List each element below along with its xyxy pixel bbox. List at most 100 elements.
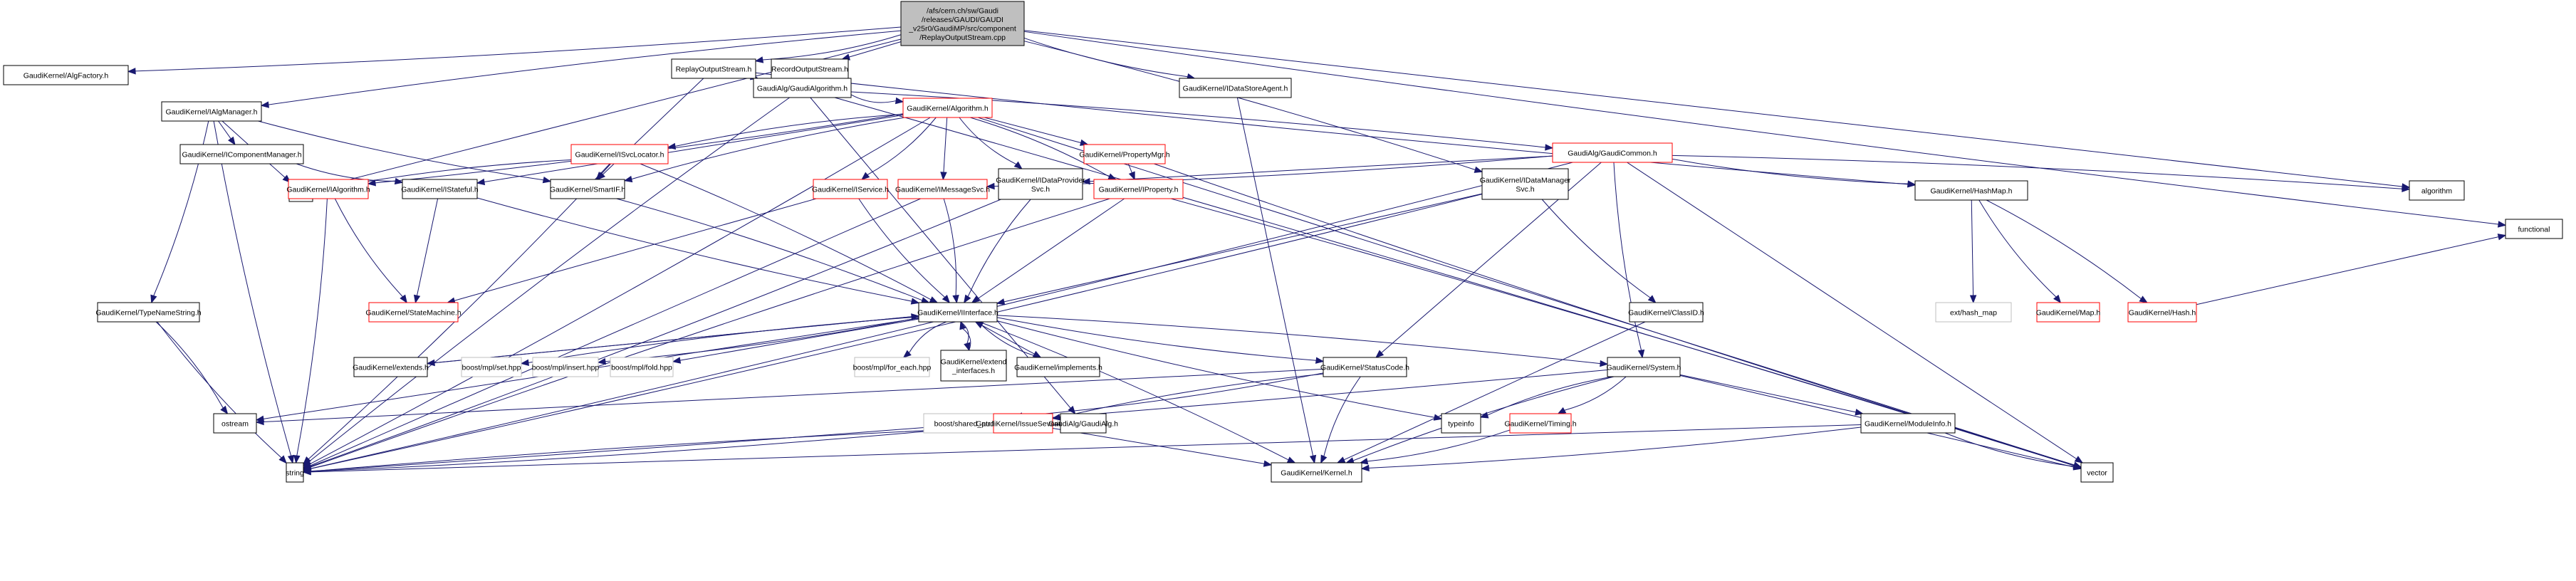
node-vector[interactable]: vector [2080, 462, 2114, 483]
node-label: /afs/cern.ch/sw/Gaudi [927, 6, 998, 15]
node-label: GaudiKernel/AlgFactory.h [24, 72, 109, 80]
node-box [570, 144, 669, 164]
node-label: ReplayOutputStream.h [676, 66, 752, 74]
node-system[interactable]: GaudiKernel/System.h [1606, 357, 1681, 377]
node-functional[interactable]: functional [2505, 219, 2563, 239]
node-iproperty[interactable]: GaudiKernel/IProperty.h [1093, 179, 1184, 199]
node-label: string [286, 469, 304, 478]
arrowhead-icon [1545, 144, 1554, 151]
node-imessagesvc[interactable]: GaudiKernel/IMessageSvc.h [895, 179, 990, 199]
edge-gaudicommon-to-hashmap [1672, 158, 1909, 184]
node-root[interactable]: /afs/cern.ch/sw/Gaudi/releases/GAUDI/GAU… [900, 1, 1025, 46]
node-map[interactable]: GaudiKernel/Map.h [2036, 302, 2101, 323]
arrowhead-icon [974, 321, 984, 329]
node-ostream[interactable]: ostream [213, 413, 257, 434]
node-iinterface[interactable]: GaudiKernel/IInterface.h [917, 302, 998, 323]
node-timing[interactable]: GaudiKernel/Timing.h [1504, 413, 1577, 434]
arrowhead-icon [1107, 173, 1117, 180]
node-ext-hash-map[interactable]: ext/hash_map [1935, 302, 2012, 323]
arrowhead-icon [367, 179, 377, 187]
edge-idataprovidersvc-to-iinterface [967, 199, 1031, 297]
node-label: GaudiKernel/ModuleInfo.h [1865, 420, 1951, 429]
node-ialgmanager[interactable]: GaudiKernel/IAlgManager.h [161, 101, 262, 122]
arrowhead-icon [2497, 221, 2507, 228]
node-box [2127, 302, 2197, 323]
node-isvclocator[interactable]: GaudiKernel/ISvcLocator.h [570, 144, 669, 164]
arrowhead-icon [911, 313, 920, 320]
arrowhead-icon [1375, 350, 1385, 358]
node-smartif[interactable]: GaudiKernel/SmartIF.h [550, 179, 625, 199]
arrowhead-icon [964, 342, 971, 352]
node-label: ostream [221, 420, 249, 429]
node-istateful[interactable]: GaudiKernel/IStateful.h [401, 179, 479, 199]
node-box [918, 302, 998, 323]
edge-root-to-algfactory [135, 26, 902, 72]
node-extends[interactable]: GaudiKernel/extends.h [353, 357, 429, 377]
arrowhead-icon [1013, 161, 1023, 169]
node-box [1914, 180, 2028, 201]
node-iservice[interactable]: GaudiKernel/IService.h [812, 179, 889, 199]
arrowhead-icon [940, 172, 947, 181]
node-implements[interactable]: GaudiKernel/implements.h [1014, 357, 1102, 377]
node-kernel[interactable]: GaudiKernel/Kernel.h [1271, 462, 1362, 483]
edge-ialgmanager-to-smartif [258, 120, 544, 181]
node-label: GaudiKernel/StatusCode.h [1320, 364, 1409, 372]
edge-gaudicommon-to-algorithm [1672, 155, 2403, 189]
arrowhead-icon [754, 56, 764, 63]
node-extend-interfaces[interactable]: GaudiKernel/extend_interfaces.h [940, 350, 1007, 382]
node-statemachine[interactable]: GaudiKernel/StateMachine.h [365, 302, 462, 323]
node-label: boost/mpl/set.hpp [462, 364, 521, 372]
node-classid[interactable]: GaudiKernel/ClassID.h [1628, 302, 1704, 323]
node-propertymgr[interactable]: GaudiKernel/PropertyMgr.h [1079, 144, 1170, 164]
arrowhead-icon [2139, 295, 2148, 303]
arrowhead-icon [293, 455, 301, 464]
node-hashmap[interactable]: GaudiKernel/HashMap.h [1914, 180, 2028, 201]
edge-system-to-moduleinfo [1679, 374, 1856, 413]
node-algfactory[interactable]: GaudiKernel/AlgFactory.h [3, 65, 129, 85]
node-ialgorithm[interactable]: GaudiKernel/IAlgorithm.h [286, 179, 370, 199]
node-label: GaudiKernel/IssueSeverity.h [976, 420, 1070, 429]
node-box [610, 357, 674, 377]
node-mpl-set[interactable]: boost/mpl/set.hpp [461, 357, 522, 377]
edge-algorithm-to-iproperty [970, 117, 1110, 177]
node-box [179, 144, 304, 164]
arrowhead-icon [520, 359, 529, 367]
arrowhead-icon [952, 294, 959, 304]
edge-root-to-replayoutputstream_h [762, 34, 902, 61]
arrowhead-icon [996, 298, 1006, 305]
node-mpl-fold[interactable]: boost/mpl/fold.hpp [610, 357, 674, 377]
node-idatastoreagent[interactable]: GaudiKernel/IDataStoreAgent.h [1179, 78, 1292, 98]
edge-imessagesvc-to-iinterface [943, 198, 957, 296]
node-typeinfo[interactable]: typeinfo [1441, 413, 1481, 434]
node-gaudialg-h[interactable]: GaudiAlg/GaudiAlg.h [1048, 413, 1118, 434]
node-box [671, 58, 756, 79]
node-typenamestring[interactable]: GaudiKernel/TypeNameString.h [95, 302, 202, 323]
node-icomponentmanager[interactable]: GaudiKernel/IComponentManager.h [179, 144, 304, 164]
node-string[interactable]: string [286, 462, 304, 483]
node-box [1060, 413, 1107, 434]
node-algorithm[interactable]: GaudiKernel/Algorithm.h [902, 98, 993, 118]
edge-timing-to-kernel [1367, 429, 1511, 462]
node-moduleinfo[interactable]: GaudiKernel/ModuleInfo.h [1860, 413, 1956, 434]
node-box [1271, 462, 1362, 483]
node-mpl-insert[interactable]: boost/mpl/insert.hpp [532, 357, 600, 377]
node-algorithm[interactable]: algorithm [2409, 180, 2465, 201]
node-statuscode[interactable]: GaudiKernel/StatusCode.h [1320, 357, 1409, 377]
node-label: functional [2518, 226, 2550, 234]
node-gaudialgorithm[interactable]: GaudiAlg/GaudiAlgorithm.h [753, 78, 852, 98]
node-issueseverity[interactable]: GaudiKernel/IssueSeverity.h [976, 413, 1070, 434]
node-gaudicommon[interactable]: GaudiAlg/GaudiCommon.h [1552, 142, 1673, 163]
node-label: GaudiKernel/IAlgManager.h [166, 108, 258, 117]
arrowhead-icon [2053, 294, 2062, 304]
edge-istateful-to-statemachine [416, 198, 439, 296]
node-hash[interactable]: GaudiKernel/Hash.h [2127, 302, 2197, 323]
node-label: _v25r0/GaudiMP/src/component [908, 24, 1016, 33]
node-recordoutputstream-h[interactable]: RecordOutputStream.h [771, 58, 849, 79]
arrowhead-icon [1647, 295, 1657, 303]
node-replayoutputstream-h[interactable]: ReplayOutputStream.h [671, 58, 756, 79]
node-label: GaudiKernel/IInterface.h [917, 309, 998, 318]
node-mpl-for-each[interactable]: boost/mpl/for_each.hpp [853, 357, 932, 377]
arrowhead-icon [1336, 456, 1346, 464]
